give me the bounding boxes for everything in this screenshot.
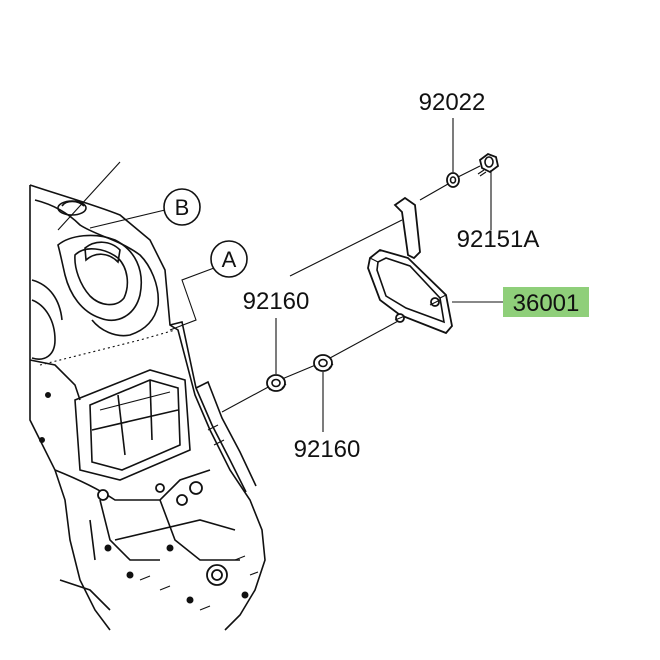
- bracket-36001: [367, 196, 453, 335]
- callout-letter-b: B: [175, 195, 190, 220]
- bushing-92160-upper: [266, 318, 287, 392]
- callout-a: A: [169, 240, 248, 331]
- frame-assembly: [29, 184, 266, 631]
- bushing-92160-lower: [313, 354, 334, 432]
- reference-lines: [221, 165, 481, 413]
- bolt-92151a: [477, 152, 500, 230]
- part-label-92160-lower: 92160: [294, 436, 361, 463]
- washer-92022: [446, 118, 460, 188]
- part-label-92022: 92022: [419, 89, 486, 116]
- part-label-92151a: 92151A: [457, 226, 540, 253]
- part-label-36001: 36001: [513, 290, 580, 317]
- part-label-36001-group: 36001: [452, 287, 589, 317]
- callout-letter-a: A: [222, 247, 237, 272]
- callout-b: B: [57, 161, 201, 231]
- highlight-box: [503, 287, 589, 317]
- part-label-92160-upper: 92160: [243, 288, 310, 315]
